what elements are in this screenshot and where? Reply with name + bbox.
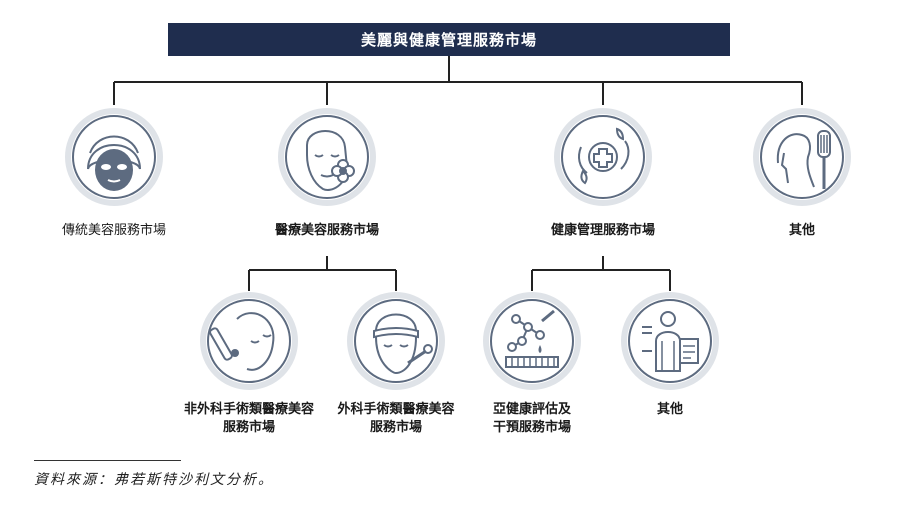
source-divider bbox=[34, 460, 181, 461]
label-medical: 醫療美容服務市場 bbox=[274, 223, 379, 238]
label-health: 健康管理服務市場 bbox=[550, 223, 655, 238]
root-title: 美麗與健康管理服務市場 bbox=[168, 23, 730, 56]
face-mask-icon bbox=[64, 107, 164, 207]
doctor-checklist-icon bbox=[620, 291, 720, 391]
label-traditional: 傳統美容服務市場 bbox=[61, 223, 166, 238]
label-other-1: 其他 bbox=[788, 223, 815, 238]
label-subhealth: 亞健康評估及 干預服務市場 bbox=[492, 402, 571, 435]
label-non-surgical: 非外科手術類醫療美容 服務市場 bbox=[183, 402, 314, 435]
label-other-2: 其他 bbox=[656, 402, 683, 417]
hair-brush-icon bbox=[752, 107, 852, 207]
health-cross-icon bbox=[553, 107, 653, 207]
label-surgical: 外科手術類醫療美容 服務市場 bbox=[337, 402, 455, 435]
microneedle-face-icon bbox=[199, 291, 299, 391]
source-note: 資料來源：弗若斯特沙利文分析。 bbox=[34, 472, 274, 488]
molecule-test-icon bbox=[482, 291, 582, 391]
surgery-face-icon bbox=[346, 291, 446, 391]
face-flower-icon bbox=[277, 107, 377, 207]
